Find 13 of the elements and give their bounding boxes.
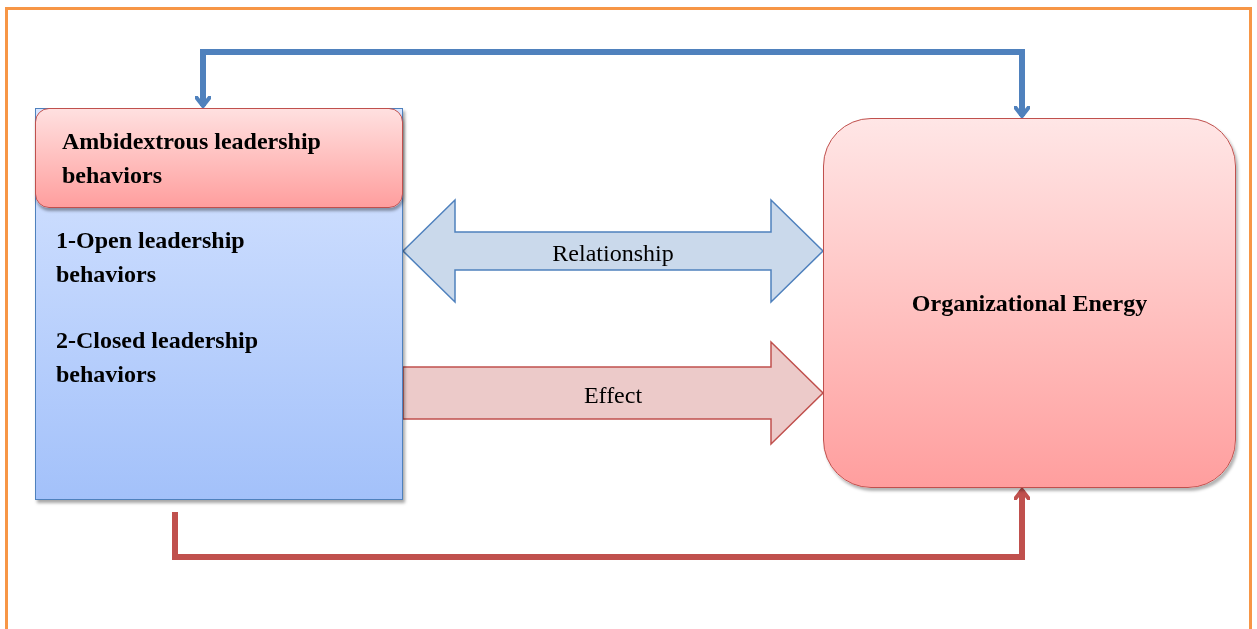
list-item: 2-Closed leadership behaviors xyxy=(56,326,259,389)
rounded-box xyxy=(823,118,1236,488)
list-item: 1-Open leadership behaviors xyxy=(56,226,246,289)
arrow xyxy=(172,488,1031,560)
header-box xyxy=(35,108,403,208)
edge-label: Effect xyxy=(583,381,643,410)
arrow xyxy=(194,49,1031,118)
block-arrow xyxy=(401,198,825,304)
edge-label: Relationship xyxy=(552,239,674,268)
box-heading: Ambidextrous leadership behaviors xyxy=(62,127,322,190)
list-box xyxy=(35,108,403,500)
block-arrow xyxy=(402,340,825,446)
box-title: Organizational Energy xyxy=(911,289,1148,318)
